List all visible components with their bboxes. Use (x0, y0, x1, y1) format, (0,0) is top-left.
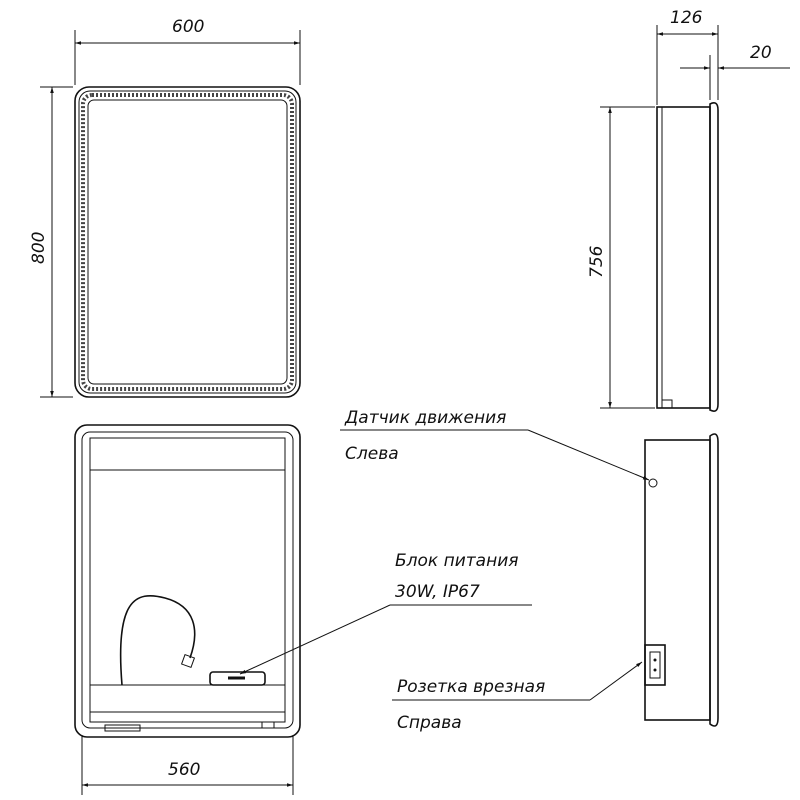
dimension-width (74, 30, 301, 85)
front-view-open (74, 424, 301, 738)
dim-height-label: 800 (29, 232, 49, 264)
socket-callout-side: Справа (397, 713, 462, 733)
dim-panel-label: 20 (750, 43, 772, 63)
front-view-mirror (74, 86, 301, 398)
power-callout-spec: 30W, IP67 (395, 582, 480, 602)
dimension-body-height (600, 106, 655, 409)
motion-sensor (648, 478, 658, 488)
dimension-height (40, 86, 73, 398)
side-view-open (644, 433, 719, 727)
sensor-callout-side: Слева (345, 444, 399, 464)
dimension-inner-width (81, 735, 294, 795)
sensor-callout-title: Датчик движения (344, 408, 506, 428)
power-supply-unit (209, 671, 266, 686)
dim-inner-width-label: 560 (168, 760, 200, 780)
dimension-panel (680, 55, 790, 100)
side-view-closed (656, 102, 719, 412)
socket (644, 644, 666, 686)
dim-width-label: 600 (172, 17, 204, 37)
dimension-depth (656, 25, 719, 105)
dim-depth-label: 126 (670, 8, 703, 28)
power-callout-title: Блок питания (395, 551, 518, 571)
dim-body-height-label: 756 (587, 245, 607, 278)
socket-callout-title: Розетка врезная (397, 677, 545, 697)
